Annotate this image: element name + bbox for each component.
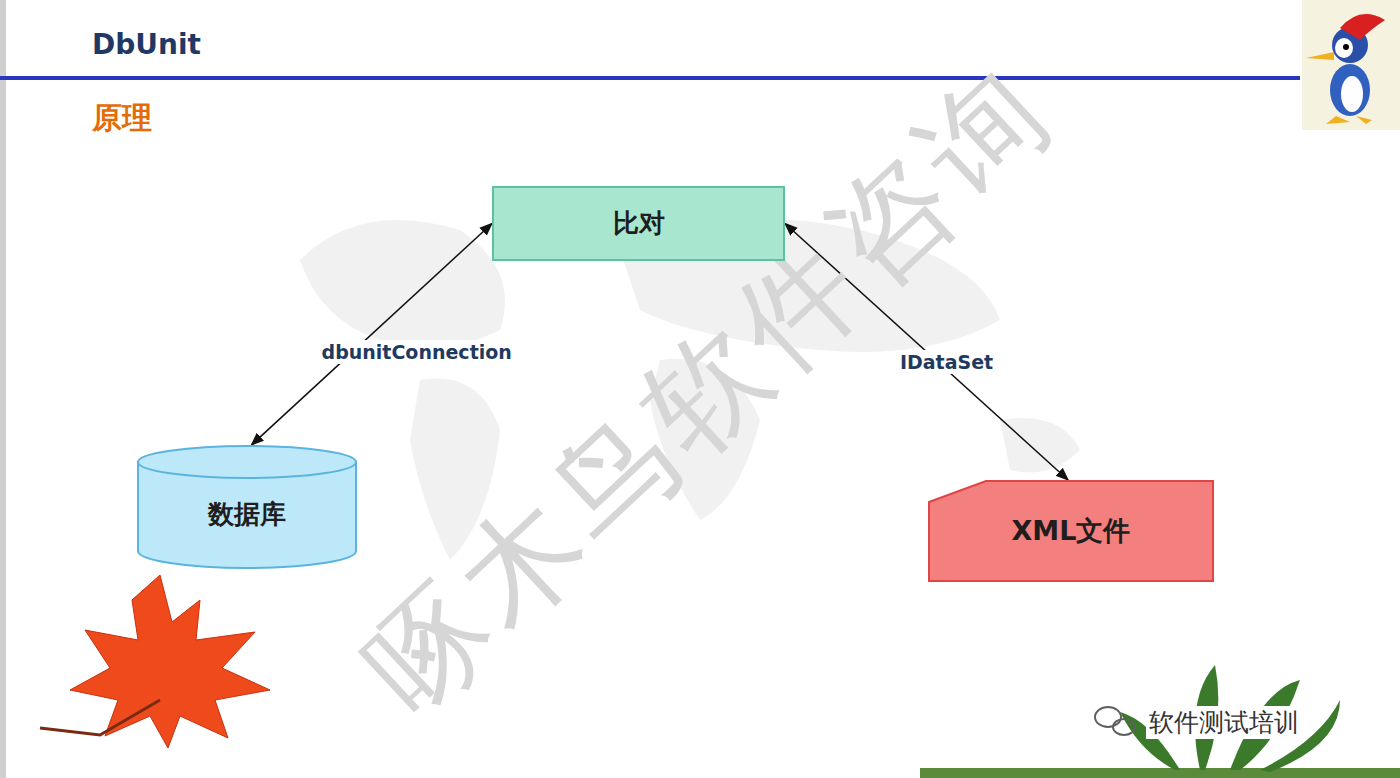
header-rule bbox=[0, 76, 1300, 80]
title: DbUnit bbox=[92, 28, 201, 61]
node-text-group: 数据库 bbox=[208, 497, 286, 532]
node-label: XML文件 bbox=[1012, 513, 1131, 549]
brand-caption: 软件测试培训 bbox=[1146, 706, 1302, 739]
edge-bar bbox=[0, 0, 6, 778]
woodpecker-mascot bbox=[1302, 0, 1400, 130]
edge-label: dbunitConnection bbox=[319, 340, 515, 364]
node-label: 数据库 bbox=[208, 497, 286, 532]
connector-arrow bbox=[251, 224, 492, 446]
node-text-group: 比对 bbox=[613, 206, 665, 241]
maple-leaf bbox=[70, 575, 270, 748]
process-box: 比对 bbox=[492, 186, 785, 261]
leaf-stem bbox=[40, 700, 160, 735]
node-text-group: XML文件 bbox=[1012, 513, 1131, 549]
file-shape: XML文件 bbox=[928, 480, 1214, 582]
wechat-icon bbox=[1095, 707, 1135, 735]
edge-label: IDataSet bbox=[897, 350, 996, 374]
section-heading: 原理 bbox=[92, 98, 152, 139]
node-label: 比对 bbox=[613, 206, 665, 241]
database-cylinder: 数据库 bbox=[137, 445, 357, 568]
plant bbox=[920, 665, 1400, 778]
